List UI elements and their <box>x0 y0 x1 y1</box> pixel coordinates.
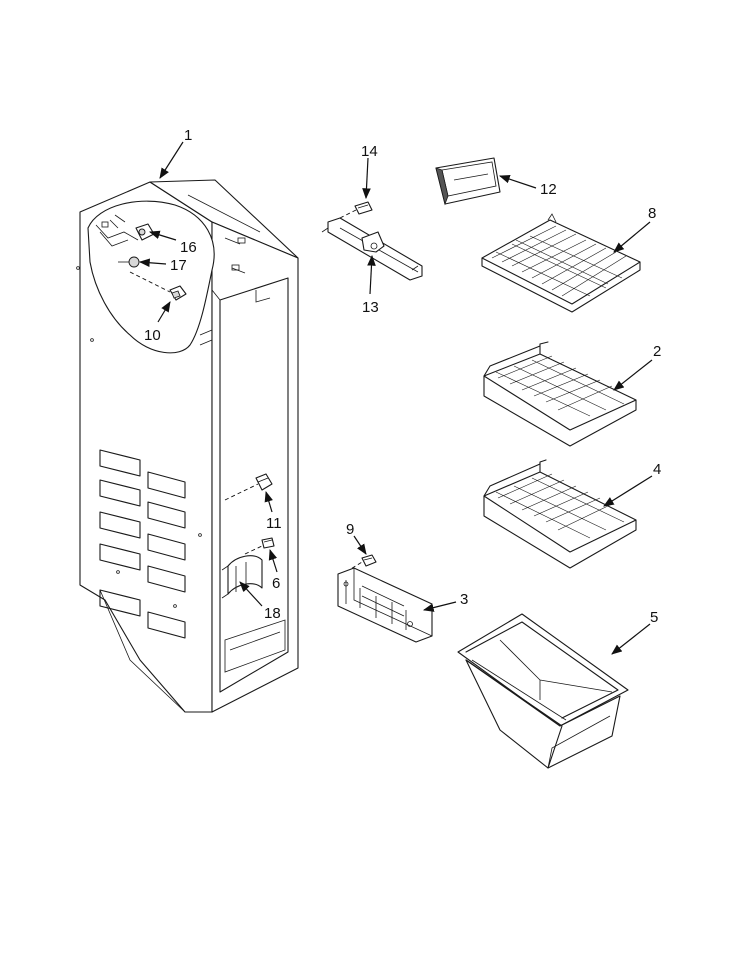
leader-lines <box>138 141 653 655</box>
callout-16: 16 <box>180 239 197 256</box>
vent-grille <box>99 449 186 639</box>
wiring-detail-area <box>87 200 215 354</box>
callout-8: 8 <box>648 205 656 222</box>
storage-bin-part-5[interactable] <box>457 613 629 769</box>
callout-labels: 1 16 17 10 11 6 18 14 13 12 8 2 4 9 3 5 <box>144 127 661 626</box>
callout-18: 18 <box>264 605 281 622</box>
callout-9: 9 <box>346 521 354 538</box>
damper-part-18[interactable] <box>221 555 263 599</box>
light-switch-part-10[interactable] <box>129 271 187 301</box>
screw-part-6[interactable] <box>244 537 275 555</box>
shelf-trim-part-12[interactable] <box>435 157 501 206</box>
callout-1: 1 <box>184 127 192 144</box>
control-housing-part-3[interactable] <box>337 567 433 643</box>
clip-part-11[interactable] <box>224 473 273 501</box>
screw-part-14[interactable] <box>339 201 373 219</box>
wire-shelf-part-2[interactable] <box>483 341 637 447</box>
wire-shelf-part-8[interactable] <box>481 213 641 313</box>
callout-13: 13 <box>362 299 379 316</box>
callout-14: 14 <box>361 143 378 160</box>
wire-shelf-part-4[interactable] <box>483 459 637 569</box>
callout-11: 11 <box>266 515 282 532</box>
callout-5: 5 <box>650 609 658 626</box>
callout-12: 12 <box>540 181 557 198</box>
shelf-bracket-part-13[interactable] <box>321 217 423 281</box>
callout-10: 10 <box>144 327 161 344</box>
callout-17: 17 <box>170 257 187 274</box>
light-bulb-part-17[interactable] <box>118 256 140 268</box>
callout-6: 6 <box>272 575 280 592</box>
callout-2: 2 <box>653 343 661 360</box>
callout-3: 3 <box>460 591 468 608</box>
callout-4: 4 <box>653 461 661 478</box>
